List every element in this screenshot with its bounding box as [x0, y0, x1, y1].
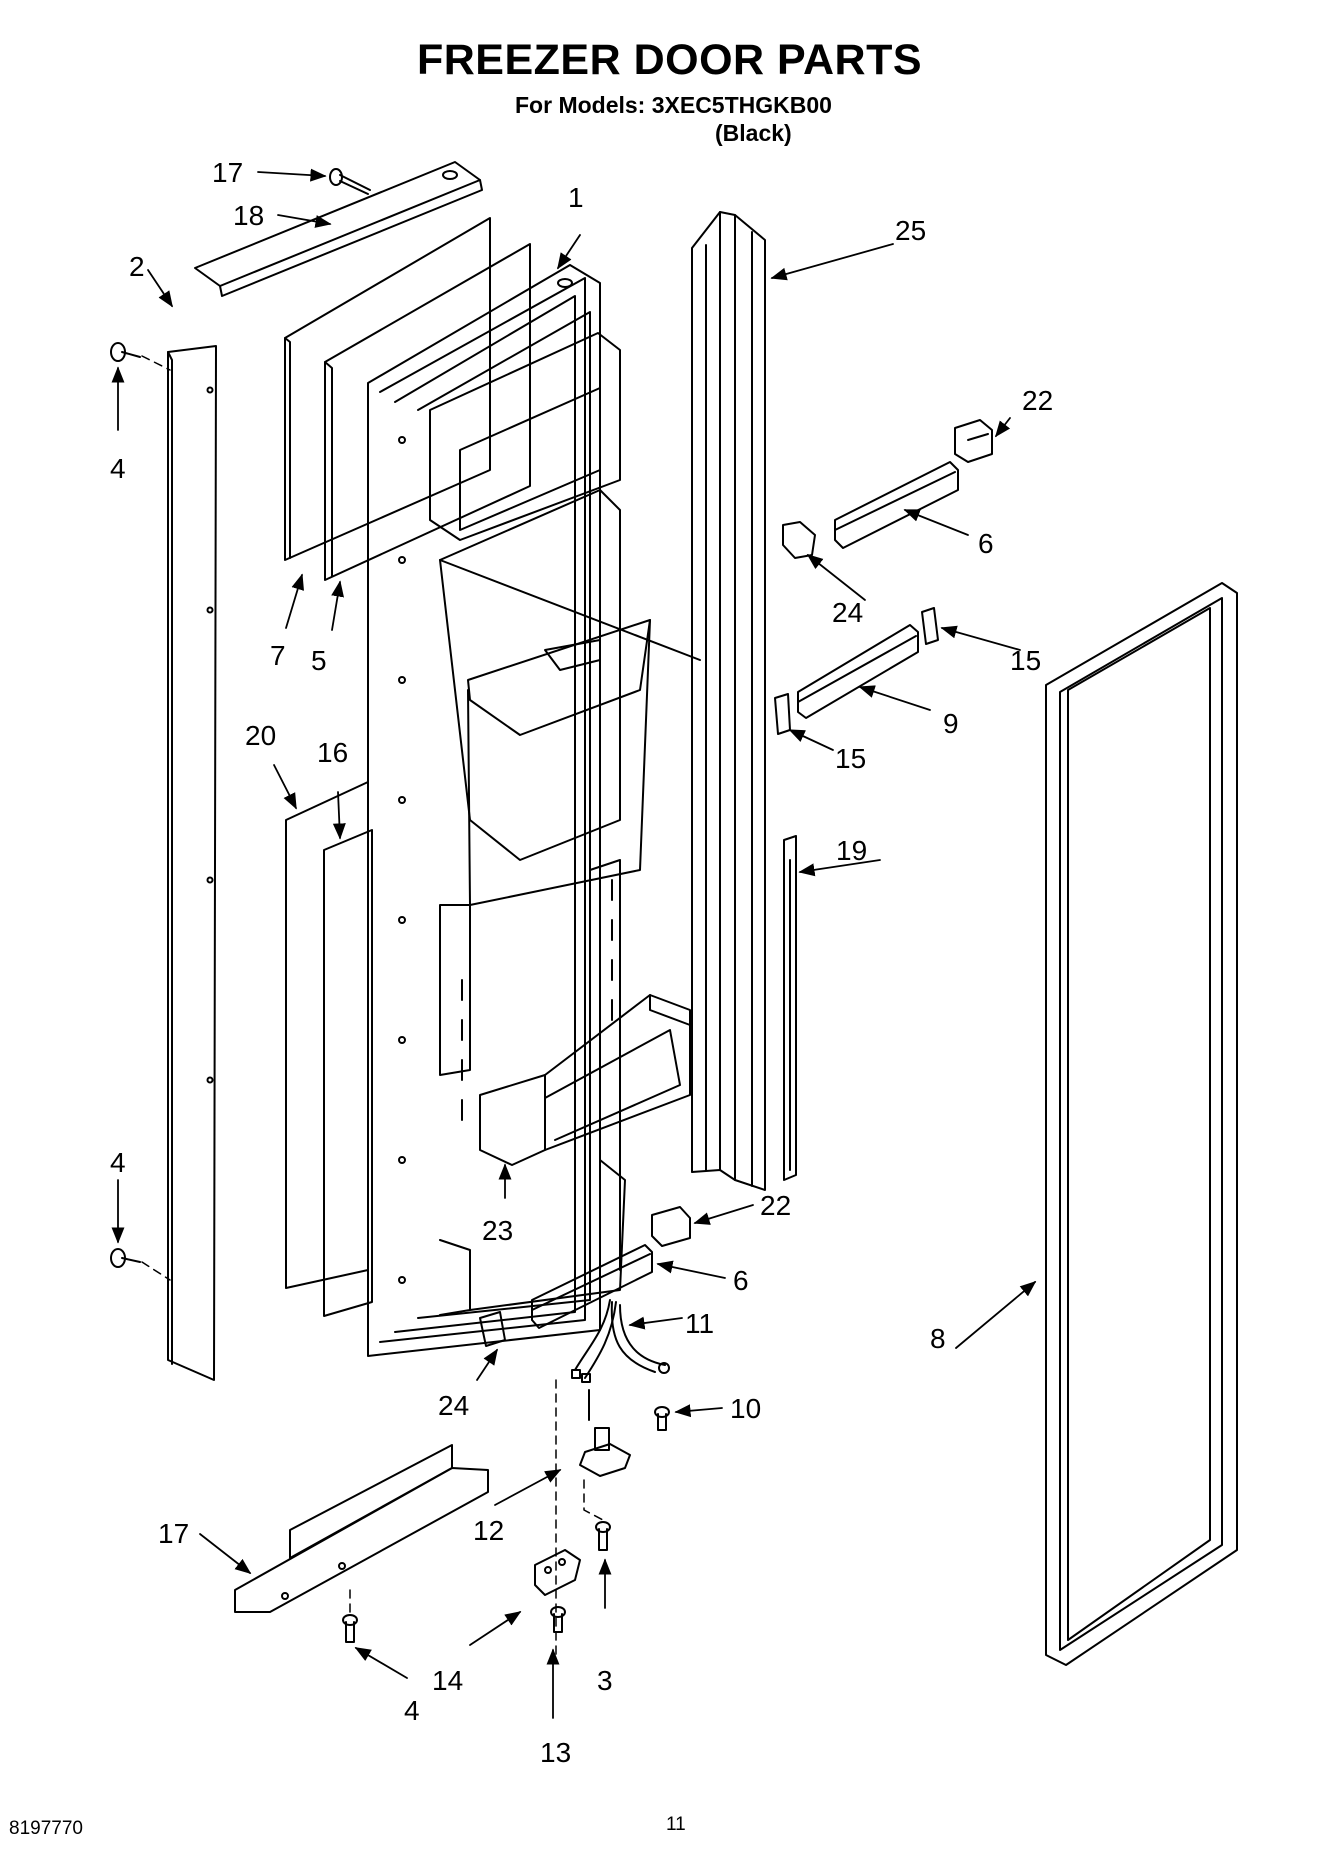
callout-11: 11	[685, 1308, 714, 1339]
callout-15-bottom: 15	[835, 743, 866, 774]
callout-12: 12	[473, 1515, 504, 1546]
callout-2: 2	[129, 251, 145, 282]
part-16-lower-panel	[323, 829, 373, 1317]
alignment-lines	[141, 355, 604, 1661]
callout-16: 16	[317, 737, 348, 768]
callout-6-bottom: 6	[733, 1265, 749, 1296]
callout-8: 8	[930, 1323, 946, 1354]
callout-4-middle: 4	[110, 1147, 126, 1178]
callout-1: 1	[568, 182, 584, 213]
part-13-screw	[550, 1606, 566, 1633]
part-14-hinge-block	[534, 1549, 581, 1596]
callout-17: 17	[158, 1518, 189, 1549]
part-25-breaker-strip	[691, 211, 766, 1191]
part-20-lower-liner-panel	[285, 781, 369, 1289]
callout-24-bottom: 24	[438, 1390, 469, 1421]
part-17-hinge-bracket	[234, 1444, 489, 1613]
page-number: 11	[666, 1814, 686, 1835]
part-6-top-rail	[834, 461, 959, 549]
callout-6-top: 6	[978, 528, 994, 559]
part-24-top-clip	[782, 521, 816, 559]
callout-7: 7	[270, 640, 286, 671]
callout-9: 9	[943, 708, 959, 739]
callout-22-bottom: 22	[760, 1190, 791, 1221]
part-23-door-bin	[479, 994, 691, 1166]
part-6-lower-rail	[531, 1244, 653, 1329]
callout-14: 14	[432, 1665, 463, 1696]
callout-labels: 17 18 1 2 4 25 22 6 24 15 9 15 19 7 5 20…	[110, 157, 1053, 1768]
part-22-top-clip	[954, 419, 993, 463]
part-1-door-liner	[367, 264, 701, 1357]
callout-22-top: 22	[1022, 385, 1053, 416]
callout-4-bottom: 4	[404, 1695, 420, 1726]
part-11-wire-harness	[571, 1299, 670, 1383]
callout-21: 17	[212, 157, 243, 188]
part-7-upper-liner-panel	[284, 217, 491, 561]
part-3-screw	[595, 1521, 611, 1551]
part-19-strip	[783, 835, 797, 1181]
part-4-screws	[110, 342, 358, 1643]
callout-5: 5	[311, 645, 327, 676]
leader-arrows	[111, 168, 1037, 1719]
callout-4-top: 4	[110, 453, 126, 484]
callout-19: 19	[836, 835, 867, 866]
document-number: 8197770	[9, 1818, 83, 1839]
part-21-screw	[329, 168, 371, 195]
part-9-rail	[797, 624, 919, 719]
part-8-door-gasket	[1045, 582, 1238, 1666]
page-title: FREEZER DOOR PARTS	[416, 36, 923, 84]
part-15-upper-bracket	[921, 607, 939, 645]
part-18-top-cap	[194, 161, 483, 297]
callout-24-top: 24	[832, 597, 863, 628]
callout-13: 13	[540, 1737, 571, 1768]
callout-20: 20	[245, 720, 276, 751]
callout-23: 23	[482, 1215, 513, 1246]
part-24-lower-clip	[479, 1311, 506, 1347]
part-15-lower-bracket	[774, 693, 791, 735]
part-5-upper-panel	[324, 243, 531, 581]
callout-3: 3	[597, 1665, 613, 1696]
part-22-lower-clip	[651, 1206, 691, 1247]
callout-10: 10	[730, 1393, 761, 1424]
part-2-side-trim	[167, 345, 217, 1381]
callout-18: 18	[233, 200, 264, 231]
color-note: (Black)	[715, 120, 792, 146]
models-line: For Models: 3XEC5THGKB00	[515, 92, 832, 118]
callout-25: 25	[895, 215, 926, 246]
callout-15-top: 15	[1010, 645, 1041, 676]
part-12-hinge-pin	[579, 1389, 631, 1477]
part-10-screw	[654, 1406, 670, 1431]
